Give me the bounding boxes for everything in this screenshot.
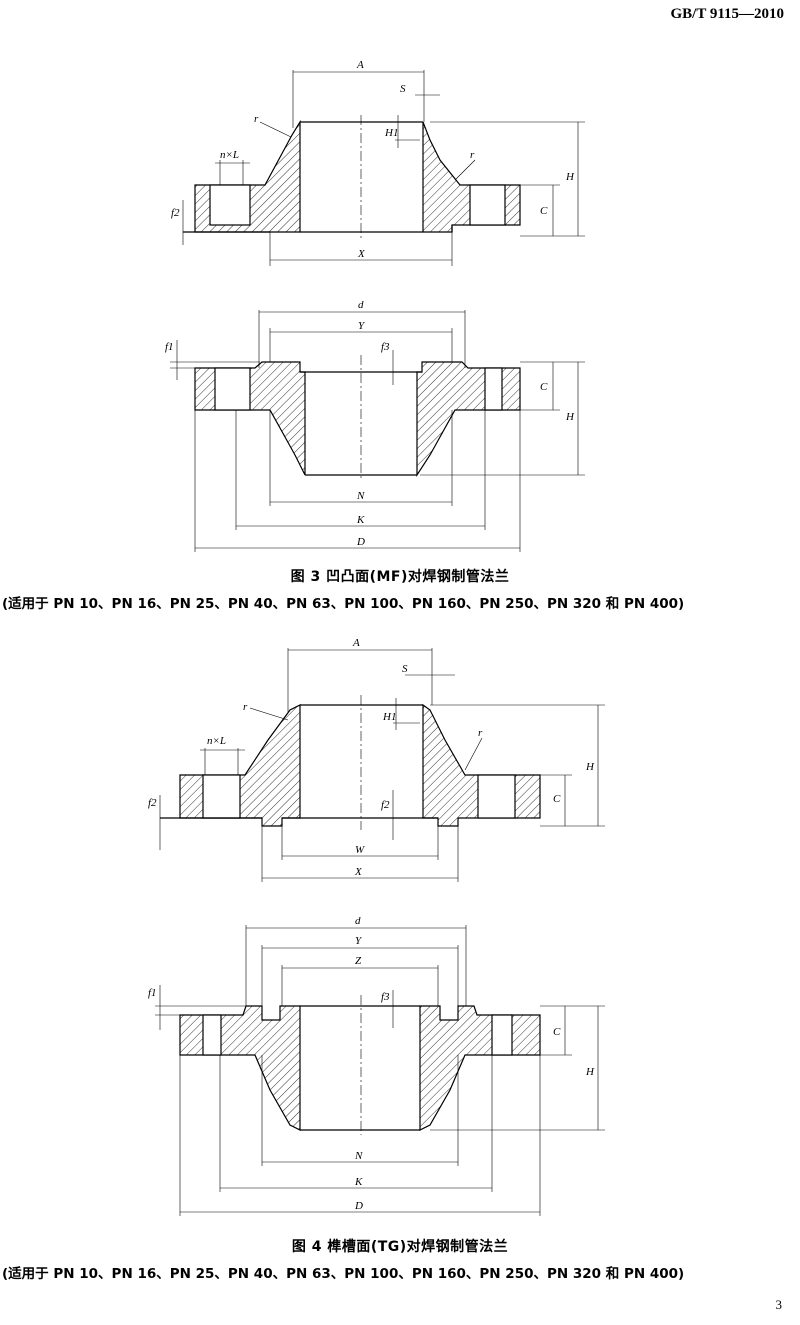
label-C: C — [540, 381, 548, 393]
label-nL: n×L — [207, 735, 226, 747]
label-r: r — [470, 149, 475, 161]
label-N: N — [356, 490, 365, 502]
label-Z: Z — [355, 955, 362, 967]
label-C: C — [553, 1026, 561, 1038]
bolt-hole-left — [214, 367, 251, 411]
label-W: W — [355, 844, 365, 856]
label-S: S — [400, 83, 406, 95]
label-r: r — [254, 113, 259, 125]
label-N: N — [354, 1150, 363, 1162]
label-d: d — [355, 915, 361, 927]
label-D: D — [354, 1200, 363, 1212]
label-Y: Y — [355, 935, 363, 947]
label-S: S — [402, 663, 408, 675]
label-f2: f2 — [381, 799, 390, 811]
label-r: r — [478, 727, 483, 739]
figure-3-caption: 图 3 凹凸面(MF)对焊钢制管法兰 — [290, 569, 510, 585]
label-f3: f3 — [381, 341, 390, 353]
bolt-hole-right — [484, 367, 503, 411]
bolt-hole-right — [477, 774, 516, 819]
label-D: D — [356, 536, 365, 548]
bolt-hole-right — [469, 184, 506, 226]
label-H: H — [565, 171, 575, 183]
label-A: A — [356, 59, 364, 71]
flange-section-right — [416, 361, 521, 478]
label-r: r — [243, 701, 248, 713]
label-H1: H1 — [384, 127, 398, 139]
page-number: 3 — [775, 1297, 783, 1312]
label-C: C — [553, 793, 561, 805]
label-f2: f2 — [148, 797, 157, 809]
bolt-hole-left — [202, 774, 241, 819]
label-d: d — [358, 299, 364, 311]
label-H1: H1 — [382, 711, 396, 723]
bolt-hole-left — [202, 1014, 222, 1056]
label-H: H — [585, 1066, 595, 1078]
flange-section-right — [419, 1005, 541, 1131]
label-H: H — [585, 761, 595, 773]
label-Y: Y — [358, 320, 366, 332]
figure-4-drawing: A S r r n×L H1 f2 f2 C H W X — [148, 637, 605, 1216]
label-K: K — [356, 514, 365, 526]
label-f2: f2 — [171, 207, 180, 219]
label-C: C — [540, 205, 548, 217]
label-A: A — [352, 637, 360, 649]
bolt-hole-left — [209, 184, 251, 226]
flange-section-left — [179, 1005, 301, 1131]
figure-4-subcaption: (适用于 PN 10、PN 16、PN 25、PN 40、PN 63、PN 10… — [2, 1266, 685, 1282]
label-K: K — [354, 1176, 363, 1188]
label-f1: f1 — [148, 987, 157, 999]
label-X: X — [357, 248, 366, 260]
label-f1: f1 — [165, 341, 174, 353]
figure-4-caption: 图 4 榫槽面(TG)对焊钢制管法兰 — [291, 1239, 509, 1255]
standard-number: GB/T 9115—2010 — [670, 6, 785, 22]
label-X: X — [354, 866, 363, 878]
label-H: H — [565, 411, 575, 423]
label-f3: f3 — [381, 991, 390, 1003]
label-nL: n×L — [220, 149, 239, 161]
bolt-hole-right — [491, 1014, 513, 1056]
figure-3-subcaption: (适用于 PN 10、PN 16、PN 25、PN 40、PN 63、PN 10… — [2, 596, 685, 612]
figure-3-drawing: A S r r n×L H1 f2 C H X — [165, 59, 585, 552]
